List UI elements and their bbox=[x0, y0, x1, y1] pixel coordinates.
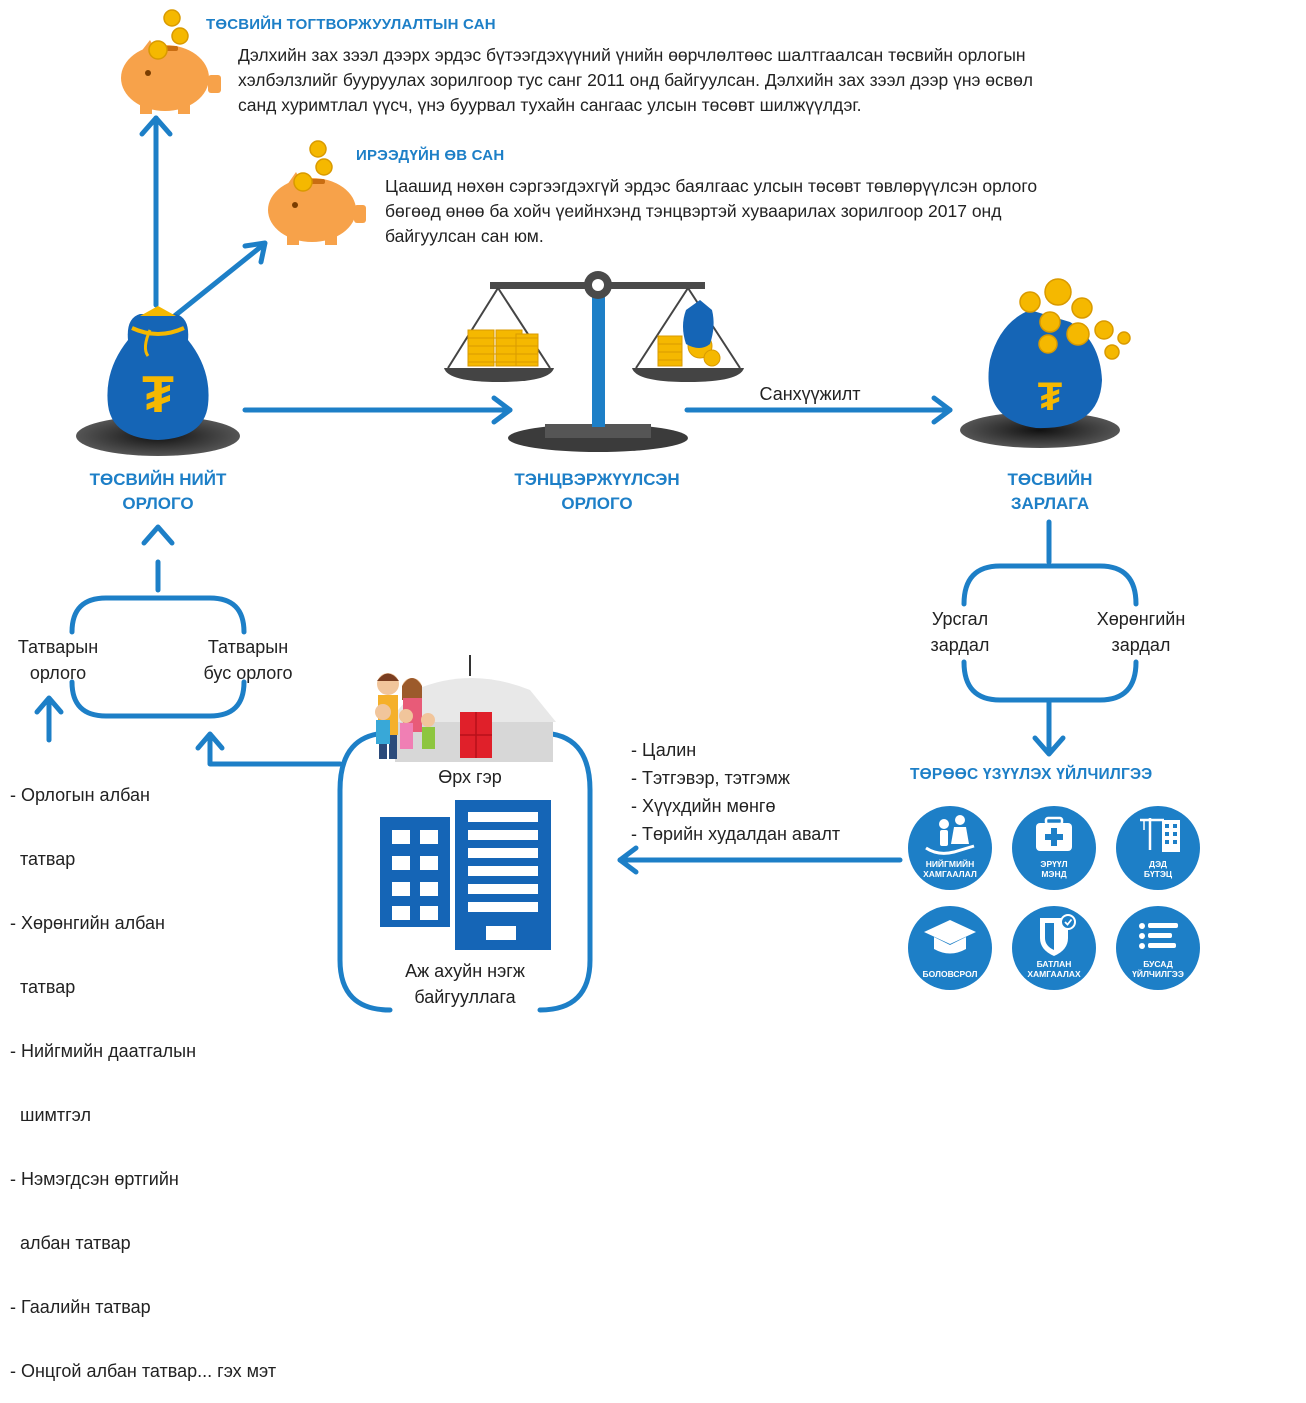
label-line: ОРЛОГО bbox=[122, 494, 194, 513]
list-item: - Гаалийн татвар bbox=[10, 1297, 151, 1317]
arrow-to-future-fund bbox=[169, 242, 266, 321]
service-label-line: НИЙГМИЙН bbox=[925, 859, 975, 869]
label-line: бус орлого bbox=[203, 663, 293, 683]
service-label-line: ДЭД bbox=[1149, 859, 1167, 869]
transfers-list: - Цалин - Тэтгэвэр, тэтгэмж - Хүүхдийн м… bbox=[631, 736, 911, 848]
label-line: ТӨСВИЙН bbox=[1007, 470, 1093, 489]
shield-check-icon bbox=[1040, 914, 1076, 956]
label-line: Татварын bbox=[17, 637, 99, 657]
description-line: байгуулсан сан юм. bbox=[385, 226, 544, 246]
tax-revenue-label: Татварын орлого bbox=[8, 634, 108, 686]
label-line: ЗАРЛАГА bbox=[1010, 494, 1090, 513]
description-line: Дэлхийн зах зээл дээрх эрдэс бүтээгдэхүү… bbox=[238, 45, 1026, 65]
list-item: - Нэмэгдсэн өртгийн bbox=[10, 1169, 179, 1189]
list-icon bbox=[1139, 923, 1178, 949]
list-item: - Цалин bbox=[631, 740, 697, 760]
label-line: зардал bbox=[1111, 635, 1171, 655]
coin-icon bbox=[293, 140, 333, 192]
building-icon bbox=[380, 800, 551, 950]
flow-diagram: ₮ ₮ bbox=[34, 9, 1139, 1013]
description-line: бөгөөд өнөө ба хойч үеийнхэнд тэнцвэртэй… bbox=[385, 201, 1002, 221]
svg-text:₮: ₮ bbox=[142, 366, 174, 424]
first-aid-kit-icon bbox=[1036, 816, 1072, 851]
list-item: албан татвар bbox=[10, 1233, 131, 1253]
arrow-business-to-revenue bbox=[207, 733, 343, 767]
graduation-cap-icon bbox=[924, 920, 976, 954]
service-label-line: ХАМГААЛАЛ bbox=[923, 869, 977, 879]
label-line: Татварын bbox=[207, 637, 289, 657]
stabilization-fund-description: Дэлхийн зах зээл дээрх эрдэс бүтээгдэхүү… bbox=[238, 43, 1298, 118]
list-item: - Нийгмийн даатгалын bbox=[10, 1041, 197, 1061]
description-line: хэлбэлзлийг бууруулах зорилгоор тус санг… bbox=[238, 70, 1034, 90]
label-line: Урсгал bbox=[931, 609, 989, 629]
money-bag-icon: ₮ bbox=[76, 306, 240, 456]
list-item: - Тэтгэвэр, тэтгэмж bbox=[631, 768, 790, 788]
label-line: байгууллага bbox=[414, 987, 516, 1007]
label-line: ТЭНЦВЭРЖҮҮЛСЭН bbox=[514, 470, 680, 489]
stabilization-fund-title: ТӨСВИЙН ТОГТВОРЖУУЛАЛТЫН САН bbox=[206, 16, 496, 33]
list-item: татвар bbox=[10, 977, 76, 997]
list-item: - Онцгой албан татвар... гэх мэт bbox=[10, 1361, 277, 1381]
label-line: Хөрөнгийн bbox=[1096, 609, 1186, 629]
service-label-line: БУСАД bbox=[1143, 959, 1173, 969]
service-label-line: БҮТЭЦ bbox=[1143, 869, 1173, 879]
expense-bracket-bottom bbox=[961, 659, 1139, 703]
list-item: - Орлогын албан bbox=[10, 785, 150, 805]
service-label-line: БОЛОВСРОЛ bbox=[922, 969, 978, 979]
label-line: ТӨСВИЙН НИЙТ bbox=[89, 470, 227, 489]
family-icon bbox=[375, 673, 435, 759]
money-bag-icon bbox=[683, 300, 714, 348]
household-label: Өрх гэр bbox=[438, 767, 502, 787]
service-label-line: ҮЙЛЧИЛГЭЭ bbox=[1132, 969, 1184, 979]
future-fund-description: Цаашид нөхөн сэргээгдэхгүй эрдэс баялгаа… bbox=[385, 174, 1285, 249]
list-item: - Хүүхдийн мөнгө bbox=[631, 796, 776, 816]
label-line: ОРЛОГО bbox=[561, 494, 633, 513]
label-line: Аж ахуйн нэгж bbox=[405, 961, 525, 981]
balanced-revenue-label: ТЭНЦВЭРЖҮҮЛСЭН ОРЛОГО bbox=[482, 468, 712, 516]
expense-bracket-top bbox=[961, 563, 1139, 607]
future-fund-title: ИРЭЭДҮЙН ӨВ САН bbox=[356, 147, 505, 164]
non-tax-revenue-label: Татварын бус орлого bbox=[178, 634, 318, 686]
economy-bracket-left bbox=[337, 730, 393, 1013]
list-item: шимтгэл bbox=[10, 1105, 91, 1125]
list-item: - Хөрөнгийн албан bbox=[10, 913, 165, 933]
service-label-line: БАТЛАН bbox=[1036, 959, 1072, 969]
label-line: зардал bbox=[930, 635, 990, 655]
economy-bracket-right bbox=[537, 730, 593, 1013]
service-label-line: ЭРҮҮЛ bbox=[1040, 859, 1068, 869]
coin-icon bbox=[148, 9, 189, 60]
family-care-icon bbox=[925, 815, 975, 855]
capital-expense-label: Хөрөнгийн зардал bbox=[1076, 606, 1206, 658]
piggy-bank-icon bbox=[121, 40, 221, 114]
revenue-bracket-bottom bbox=[69, 679, 247, 719]
coin-icon bbox=[1019, 278, 1131, 360]
service-education: БОЛОВСРОЛ bbox=[908, 906, 992, 990]
balance-scale-icon bbox=[444, 271, 744, 452]
service-label-line: ХАМГААЛАХ bbox=[1027, 969, 1081, 979]
current-expense-label: Урсгал зардал bbox=[905, 606, 1015, 658]
financing-label: Санхүүжилт bbox=[759, 384, 861, 404]
description-line: Цаашид нөхөн сэргээгдэхгүй эрдэс баялгаа… bbox=[385, 176, 1038, 196]
service-label-line: МЭНД bbox=[1041, 869, 1067, 879]
tax-list: - Орлогын албан татвар - Хөрөнгийн албан… bbox=[10, 745, 310, 1403]
list-item: - Төрийн худалдан авалт bbox=[631, 824, 841, 844]
services-title: ТӨРӨӨС ҮЗҮҮЛЭХ ҮЙЛЧИЛГЭЭ bbox=[910, 766, 1153, 783]
expenditure-label: ТӨСВИЙН ЗАРЛАГА bbox=[960, 468, 1140, 516]
business-label: Аж ахуйн нэгж байгууллага bbox=[370, 958, 560, 1010]
construction-crane-icon bbox=[1140, 818, 1180, 852]
piggy-bank-icon bbox=[268, 172, 366, 245]
description-line: санд хуримтлал үүсч, үнэ буурвал тухайн … bbox=[238, 95, 862, 115]
total-revenue-label: ТӨСВИЙН НИЙТ ОРЛОГО bbox=[58, 468, 258, 516]
list-item: татвар bbox=[10, 849, 76, 869]
revenue-bracket-top bbox=[69, 595, 247, 635]
svg-text:₮: ₮ bbox=[1038, 375, 1062, 419]
label-line: орлого bbox=[29, 663, 87, 683]
